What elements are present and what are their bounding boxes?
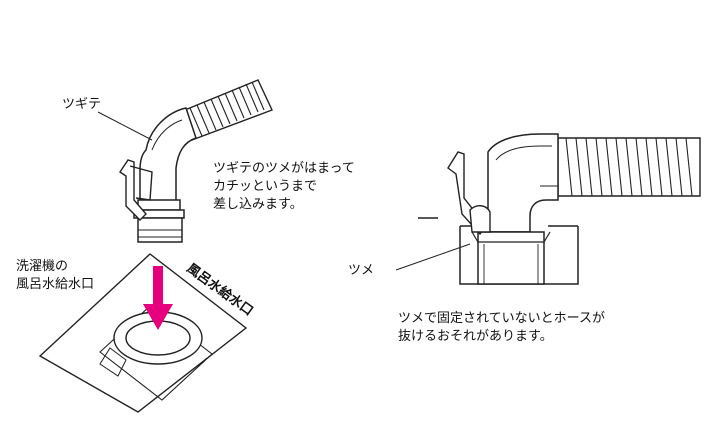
hose-right [557, 137, 701, 197]
inlet-label: 洗濯機の 風呂水給水口 [16, 258, 94, 294]
elbow-section [487, 133, 559, 233]
warning-text: ツメで固定されていないとホースが 抜けるおそれがあります。 [398, 310, 605, 346]
inlet-label-line-1: 洗濯機の [16, 259, 69, 274]
joint-elbow [133, 107, 197, 243]
label-tsugite: ツギテ [62, 97, 102, 112]
hose-left [179, 79, 273, 141]
instruction-text: ツギテのツメがはまって カチッというまで 差し込みます。 [213, 160, 355, 214]
warning-line-1: ツメで固定されていないとホースが [398, 311, 605, 326]
label-tsume: ツメ [348, 263, 375, 278]
section-claw [447, 151, 491, 236]
instruction-line-1: ツギテのツメがはまって [213, 161, 355, 176]
inlet-section [418, 217, 579, 285]
inlet-label-line-2: 風呂水給水口 [16, 277, 95, 292]
instruction-line-3: 差し込みます。 [213, 197, 303, 212]
leader-tsugite [97, 111, 153, 141]
instruction-line-2: カチッというまで [213, 179, 318, 194]
inlet-plate [38, 253, 248, 413]
warning-line-2: 抜けるおそれがあります。 [398, 329, 553, 344]
leader-tsume [395, 243, 471, 271]
joint-claw [119, 159, 153, 221]
insert-arrow [143, 266, 173, 330]
